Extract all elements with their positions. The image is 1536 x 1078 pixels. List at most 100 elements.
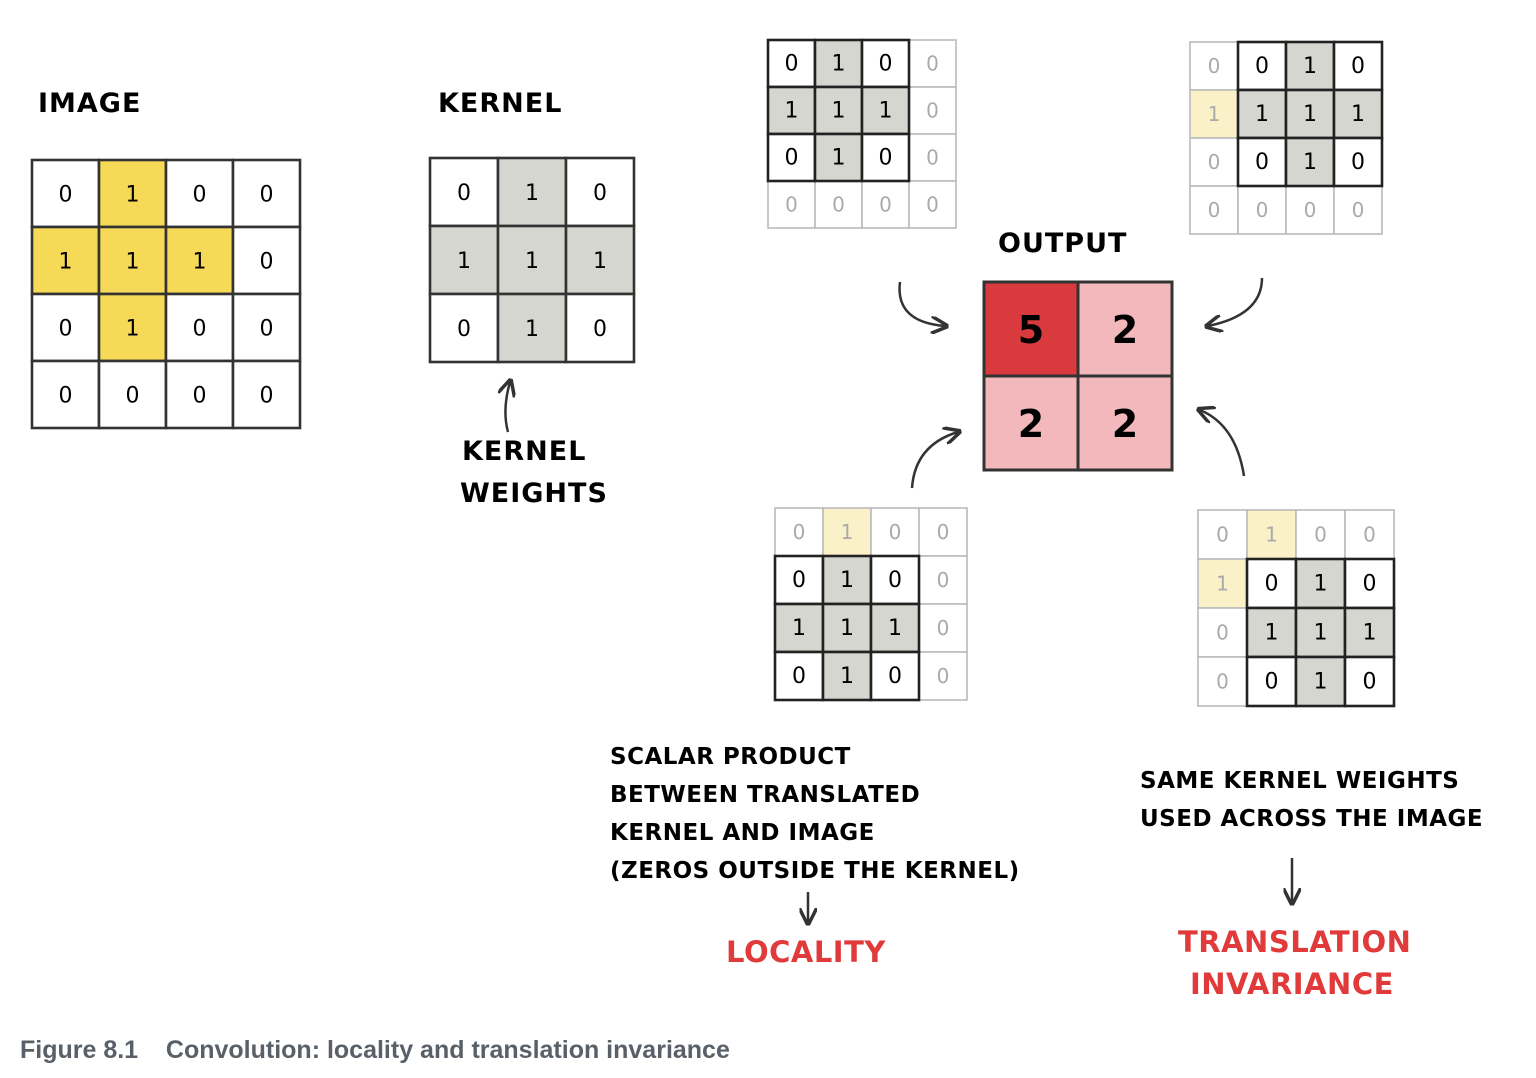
position-cell-value: 0	[1304, 198, 1317, 222]
position-cell-value: 0	[937, 664, 950, 688]
position-kernel-cell	[1236, 88, 1288, 140]
figure-title: Convolution: locality and translation in…	[165, 1036, 730, 1064]
position-cell-value: 1	[840, 664, 854, 689]
output-title: OUTPUT	[998, 228, 1127, 259]
position-cell-value: 0	[889, 520, 902, 544]
position-kernel-cell	[1343, 606, 1396, 659]
output-cell	[982, 374, 1080, 472]
image-cell	[231, 158, 302, 229]
position-cell-value: 1	[1208, 102, 1221, 126]
kernel-cell	[564, 224, 636, 296]
position-cell	[918, 651, 968, 701]
output-cell	[1076, 374, 1174, 472]
position-cell-value: 0	[792, 664, 806, 689]
position-cell-value: 0	[1208, 54, 1221, 78]
position-cell-value: 1	[1265, 621, 1279, 646]
position-cell	[1189, 89, 1239, 139]
kernel-cell	[428, 224, 500, 296]
kernel-cell	[564, 156, 636, 228]
position-kernel-cell	[860, 38, 911, 89]
position-kernel-cell	[1343, 655, 1396, 708]
position-cell	[767, 180, 816, 229]
position-cell	[918, 507, 968, 557]
position-cell-value: 0	[1255, 54, 1269, 79]
image-cell	[231, 359, 302, 430]
position-kernel-cell	[821, 554, 873, 606]
position-cell-value: 0	[879, 52, 893, 77]
same-note-line-1: SAME KERNEL WEIGHTS	[1140, 768, 1459, 794]
image-title: IMAGE	[38, 88, 141, 119]
kernel-weights-arrow	[505, 382, 510, 433]
translation-label-2: INVARIANCE	[1190, 967, 1394, 1001]
image-cell	[30, 359, 101, 430]
scalar-note-line-4: (ZEROS OUTSIDE THE KERNEL)	[610, 858, 1020, 884]
position-cell-value: 0	[937, 568, 950, 592]
position-cell	[1333, 185, 1383, 235]
position-cell-value: 1	[1303, 150, 1317, 175]
position-cell-value: 1	[1265, 523, 1278, 547]
translation-label-1: TRANSLATION	[1178, 925, 1411, 959]
position-cell-value: 0	[937, 520, 950, 544]
image-cell-value: 1	[126, 317, 140, 342]
position-cell	[1189, 41, 1239, 91]
position-cell-value: 0	[785, 52, 799, 77]
kernel-cell-value: 1	[525, 181, 539, 206]
scalar-note-line-3: KERNEL AND IMAGE	[610, 820, 875, 846]
position-kernel-cell	[766, 38, 817, 89]
image-cell	[97, 292, 168, 363]
position-cell-value: 1	[832, 99, 846, 124]
position-cell-value: 1	[1303, 102, 1317, 127]
position-cell-value: 0	[785, 146, 799, 171]
kernel-cell-value: 1	[593, 249, 607, 274]
position-cell-value: 1	[785, 99, 799, 124]
kernel-weights-label-2: WEIGHTS	[460, 478, 608, 509]
position-cell-value: 0	[879, 193, 892, 217]
output-cell-value: 5	[1018, 308, 1044, 352]
position-cell-value: 0	[926, 193, 939, 217]
output-cell-value: 2	[1112, 402, 1138, 446]
image-cell-value: 1	[193, 250, 207, 275]
position-kernel-cell	[813, 85, 864, 136]
position-cell-value: 0	[1352, 198, 1365, 222]
position-kernel-cell	[821, 650, 873, 702]
position-kernel-cell	[1294, 655, 1347, 708]
position-cell-value: 1	[1303, 54, 1317, 79]
output-cell	[1076, 280, 1174, 378]
scalar-note-line-1: SCALAR PRODUCT	[610, 744, 851, 770]
position-cell	[918, 603, 968, 653]
position-kernel-cell	[869, 602, 921, 654]
arrow-top-left-to-output	[898, 281, 945, 326]
image-cell	[97, 225, 168, 296]
position-cell-value: 0	[1208, 150, 1221, 174]
position-cell-value: 0	[879, 146, 893, 171]
image-cell	[231, 292, 302, 363]
image-cell-value: 0	[59, 317, 73, 342]
same-note-line-2: USED ACROSS THE IMAGE	[1140, 806, 1483, 832]
kernel-cell	[428, 156, 500, 228]
locality-label: LOCALITY	[726, 935, 886, 969]
image-cell-value: 0	[193, 183, 207, 208]
position-cell-value: 0	[1216, 621, 1229, 645]
position-cell-value: 0	[926, 99, 939, 123]
position-cell-value: 0	[1363, 670, 1377, 695]
image-cell-value: 0	[59, 183, 73, 208]
position-cell-value: 0	[1363, 523, 1376, 547]
arrow-top-right-to-output	[1208, 277, 1264, 326]
image-cell-value: 0	[260, 183, 274, 208]
image-cell-value: 0	[260, 384, 274, 409]
position-kernel-cell	[1332, 40, 1384, 92]
position-cell-value: 1	[840, 616, 854, 641]
kernel-cell-value: 0	[457, 317, 471, 342]
kernel-cell	[496, 224, 568, 296]
position-cell-value: 1	[1255, 102, 1269, 127]
position-cell-value: 0	[1256, 198, 1269, 222]
output-cell-value: 2	[1018, 402, 1044, 446]
image-cell-value: 0	[126, 384, 140, 409]
kernel-cell-value: 0	[593, 181, 607, 206]
position-cell-value: 1	[888, 616, 902, 641]
